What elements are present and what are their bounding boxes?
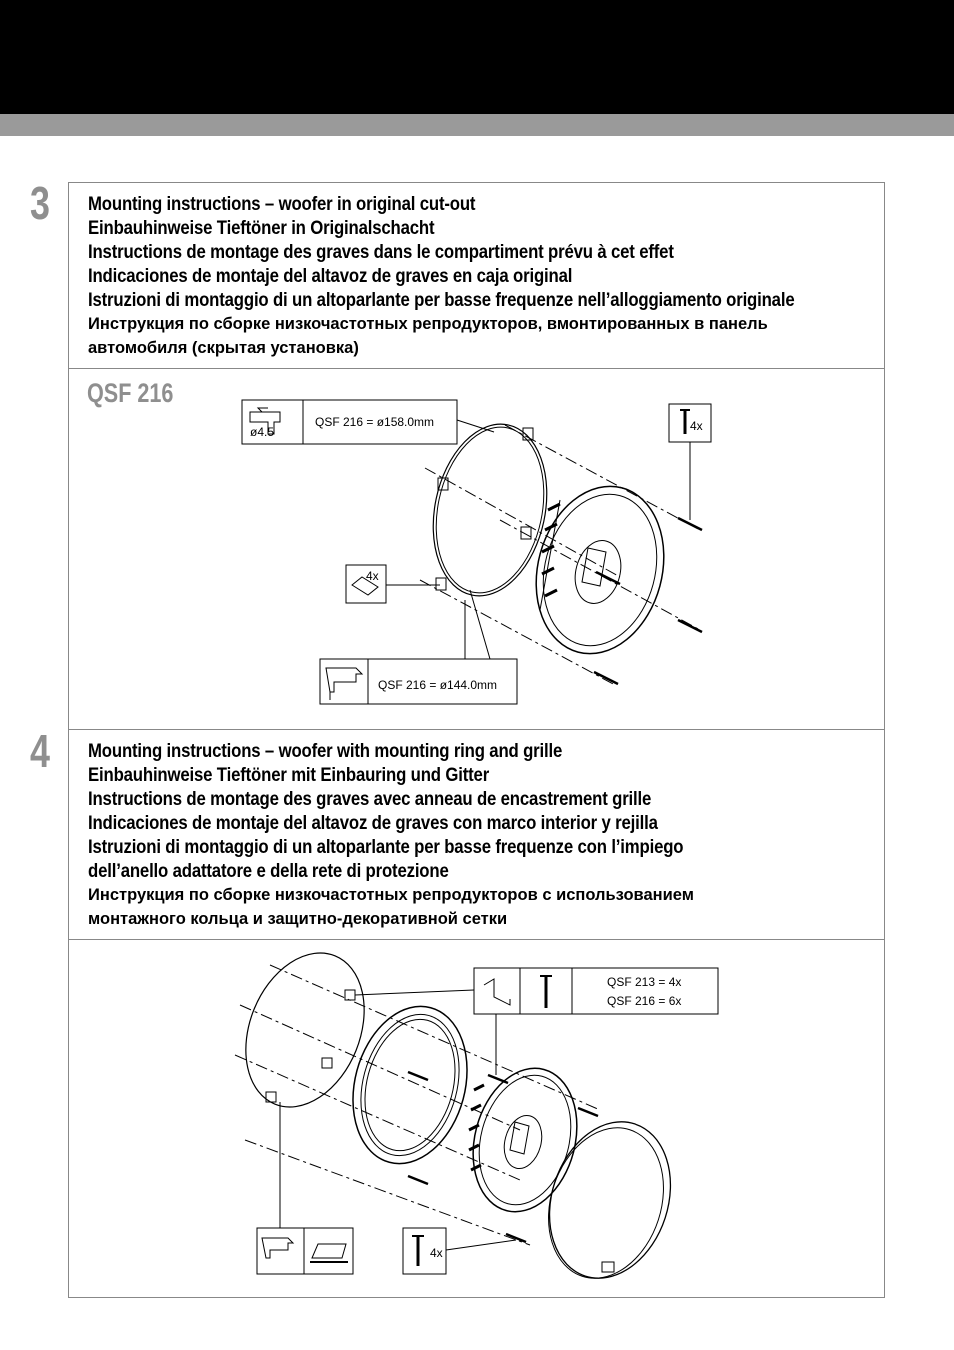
- ring-diameter-label: QSF 216 = ø158.0mm: [315, 415, 435, 429]
- jigsaw-icon: [319, 658, 518, 705]
- title-de: Einbauhinweise Tieftöner mit Einbauring …: [88, 764, 490, 786]
- step-number: 3: [30, 177, 50, 229]
- title-ru-line1: Инструкция по сборке низкочастотных репр…: [88, 315, 768, 333]
- step3-titles: Mounting instructions – woofer in origin…: [88, 192, 910, 360]
- mounting-ring: [352, 1005, 468, 1165]
- clip-nut-icon: [345, 564, 387, 604]
- title-fr: Instructions de montage des graves dans …: [88, 241, 674, 263]
- qty-216-label: QSF 216 = 6x: [607, 994, 682, 1008]
- title-en: Mounting instructions – woofer in origin…: [88, 193, 476, 215]
- title-de: Einbauhinweise Tieftöner in Originalscha…: [88, 217, 435, 239]
- drill-size-label: ø4.5: [250, 425, 275, 439]
- header-black-bar: [0, 0, 954, 114]
- title-es: Indicaciones de montaje del altavoz de g…: [88, 265, 573, 287]
- step-number: 4: [30, 725, 50, 777]
- woofer-drawing: [535, 485, 665, 655]
- title-it: Istruzioni di montaggio di un altoparlan…: [88, 289, 795, 311]
- divider: [68, 939, 885, 940]
- title-es: Indicaciones de montaje del altavoz de g…: [88, 812, 658, 834]
- clip-qty-label: 4x: [366, 569, 379, 583]
- title-en: Mounting instructions – woofer with moun…: [88, 740, 563, 762]
- screw-icon: [402, 1227, 447, 1275]
- bracket-screw-icon: [473, 967, 719, 1015]
- grille-cover: [548, 1121, 672, 1279]
- divider: [68, 368, 885, 369]
- step4-titles: Mounting instructions – woofer with moun…: [88, 739, 780, 931]
- drill-icon: [241, 399, 458, 445]
- title-fr: Instructions de montage des graves avec …: [88, 788, 652, 810]
- title-ru-line2: автомобиля (скрытая установка): [88, 339, 359, 357]
- title-it-line2: dell’anello adattatore e della rete di p…: [88, 860, 449, 882]
- jigsaw-grille-icon: [256, 1227, 354, 1275]
- screw-qty-label: 4x: [690, 419, 703, 433]
- title-ru-line2: монтажного кольца и защитно-декоративной…: [88, 910, 508, 928]
- divider: [68, 729, 885, 730]
- qty-213-label: QSF 213 = 4x: [607, 975, 682, 989]
- model-label: QSF 216: [87, 378, 174, 408]
- header-grey-bar: [0, 114, 954, 136]
- cutout-diameter-label: QSF 216 = ø144.0mm: [378, 678, 498, 692]
- screw-qty-label: 4x: [430, 1246, 443, 1260]
- instructions-frame: [68, 182, 885, 1298]
- woofer-drawing: [468, 1067, 578, 1213]
- title-it: Istruzioni di montaggio di un altoparlan…: [88, 836, 684, 858]
- title-ru-line1: Инструкция по сборке низкочастотных репр…: [88, 886, 694, 904]
- grille-plate: [245, 952, 365, 1108]
